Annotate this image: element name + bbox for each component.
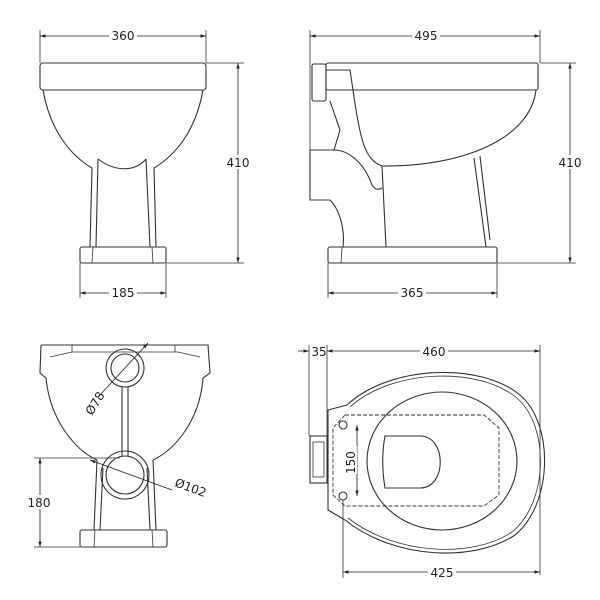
bolt-spacing-dimension: 150 (344, 451, 358, 474)
rear-view: Ø78 Ø102 180 (26, 342, 211, 548)
front-view: 360 410 185 (39, 28, 250, 300)
inlet-diameter-dimension: Ø78 (83, 389, 108, 417)
bolt-to-front-dimension: 425 (431, 566, 454, 580)
front-width-dimension: 360 (112, 29, 135, 43)
side-height-dimension: 410 (559, 156, 582, 170)
front-base-width-dimension: 185 (112, 286, 135, 300)
side-view: 495 410 365 (309, 28, 582, 300)
hinge-offset-dimension: 35 (311, 345, 326, 359)
side-base-length-dimension: 365 (401, 286, 424, 300)
outlet-height-dimension: 180 (28, 496, 51, 510)
top-view: 150 35 460 425 (298, 344, 546, 580)
seat-length-dimension: 460 (423, 345, 446, 359)
side-length-dimension: 495 (415, 29, 438, 43)
outlet-diameter-dimension: Ø102 (173, 476, 208, 500)
front-height-dimension: 410 (227, 156, 250, 170)
